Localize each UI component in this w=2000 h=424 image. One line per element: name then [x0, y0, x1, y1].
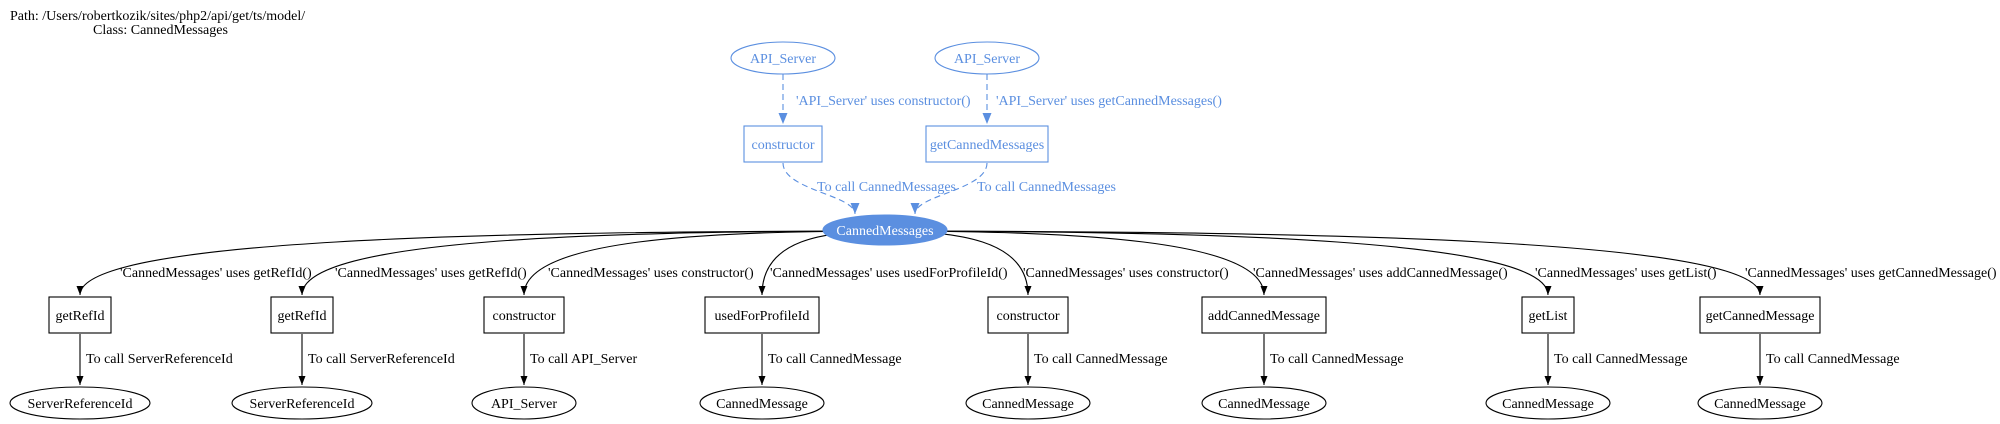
dependency-uses-edge [520, 230, 871, 296]
caller-uses-label: 'API_Server' uses constructor() [796, 94, 971, 109]
dependency-target-node[interactable] [231, 386, 373, 420]
dependency-method-node[interactable] [270, 296, 334, 334]
dependency-uses-edge [76, 230, 853, 296]
dependency-uses-label: 'CannedMessages' uses constructor() [1023, 266, 1229, 281]
center-node-shape [822, 214, 948, 246]
dependency-call-label: To call CannedMessage [1270, 352, 1404, 367]
dependency-target-node[interactable] [471, 386, 577, 420]
center-node-label: CannedMessages [836, 224, 933, 239]
dependency-call-label: To call CannedMessage [768, 352, 902, 367]
caller-call-label: To call CannedMessages [977, 180, 1116, 195]
dependency-method-label: constructor [493, 309, 556, 324]
dependency-call-label: To call ServerReferenceId [86, 352, 233, 367]
dependency-call-label: To call CannedMessage [1554, 352, 1688, 367]
dependency-target-label: API_Server [491, 397, 557, 412]
dependency-uses-label: 'CannedMessages' uses addCannedMessage() [1253, 266, 1508, 281]
dependency-method-node[interactable] [704, 296, 820, 334]
dependency-method-node[interactable] [987, 296, 1069, 334]
dependency-method-node[interactable] [1699, 296, 1821, 334]
dependency-method-node[interactable] [1521, 296, 1575, 334]
dependency-method-node[interactable] [48, 296, 112, 334]
dependency-call-label: To call CannedMessage [1034, 352, 1168, 367]
caller-origin-node[interactable] [730, 41, 836, 75]
edge-labels-layer: 'API_Server' uses constructor() To call C… [86, 94, 1997, 367]
center-node[interactable]: CannedMessages [822, 214, 948, 246]
dependency-uses-label: 'CannedMessages' uses getList() [1535, 266, 1717, 281]
dependency-target-label: CannedMessage [1714, 397, 1806, 412]
dependency-method-label: addCannedMessage [1208, 309, 1320, 324]
caller-origin-label: API_Server [750, 52, 816, 67]
caller-method-node[interactable] [925, 125, 1049, 163]
dependency-target-node[interactable] [1485, 386, 1611, 420]
dependency-call-label: To call API_Server [530, 352, 637, 367]
caller-group: API_Server constructor [730, 41, 836, 163]
dependency-target-label: CannedMessage [1218, 397, 1310, 412]
dependency-uses-label: 'CannedMessages' uses getCannedMessage() [1745, 266, 1997, 281]
dependency-method-label: constructor [997, 309, 1060, 324]
nodes-layer: CannedMessagesAPI_ServerconstructorAPI_S… [9, 41, 1823, 420]
caller-origin-label: API_Server [954, 52, 1020, 67]
dependency-method-node[interactable] [1201, 296, 1327, 334]
dependency-target-node[interactable] [699, 386, 825, 420]
dependency-target-label: CannedMessage [982, 397, 1074, 412]
dependency-target-label: CannedMessage [716, 397, 808, 412]
path-label: Path: /Users/robertkozik/sites/php2/api/… [10, 9, 305, 24]
edges-layer [76, 74, 1764, 385]
dependency-method-label: getRefId [56, 309, 105, 324]
caller-method-label: constructor [752, 138, 815, 153]
dependency-target-label: CannedMessage [1502, 397, 1594, 412]
caller-method-label: getCannedMessages [930, 138, 1044, 153]
dependency-uses-label: 'CannedMessages' uses getRefId() [335, 266, 527, 281]
caller-method-node[interactable] [743, 125, 823, 163]
dependency-target-node[interactable] [1201, 386, 1327, 420]
dependency-method-label: usedForProfileId [715, 309, 810, 324]
dependency-uses-edge [919, 230, 1764, 296]
dependency-target-label: ServerReferenceId [28, 397, 133, 412]
dependency-uses-label: 'CannedMessages' uses constructor() [548, 266, 754, 281]
dependency-uses-label: 'CannedMessages' uses usedForProfileId() [770, 266, 1008, 281]
dependency-method-label: getRefId [278, 309, 327, 324]
dependency-target-label: ServerReferenceId [250, 397, 355, 412]
dependency-method-label: getCannedMessage [1706, 309, 1815, 324]
dependency-uses-edge [900, 230, 1268, 296]
dependency-method-node[interactable] [483, 296, 565, 334]
dependency-call-label: To call CannedMessage [1766, 352, 1900, 367]
caller-uses-label: 'API_Server' uses getCannedMessages() [996, 94, 1222, 109]
caller-origin-node[interactable] [934, 41, 1040, 75]
class-label: Class: CannedMessages [93, 23, 228, 38]
dependency-target-node[interactable] [9, 386, 151, 420]
dependency-uses-label: 'CannedMessages' uses getRefId() [120, 266, 312, 281]
caller-group: API_Server getCannedMessages [925, 41, 1049, 163]
caller-call-label: To call CannedMessages [817, 180, 956, 195]
dependency-uses-edge [298, 230, 862, 296]
dependency-target-node[interactable] [965, 386, 1091, 420]
dependency-target-node[interactable] [1697, 386, 1823, 420]
dependency-call-label: To call ServerReferenceId [308, 352, 455, 367]
dependency-method-label: getList [1529, 309, 1568, 324]
